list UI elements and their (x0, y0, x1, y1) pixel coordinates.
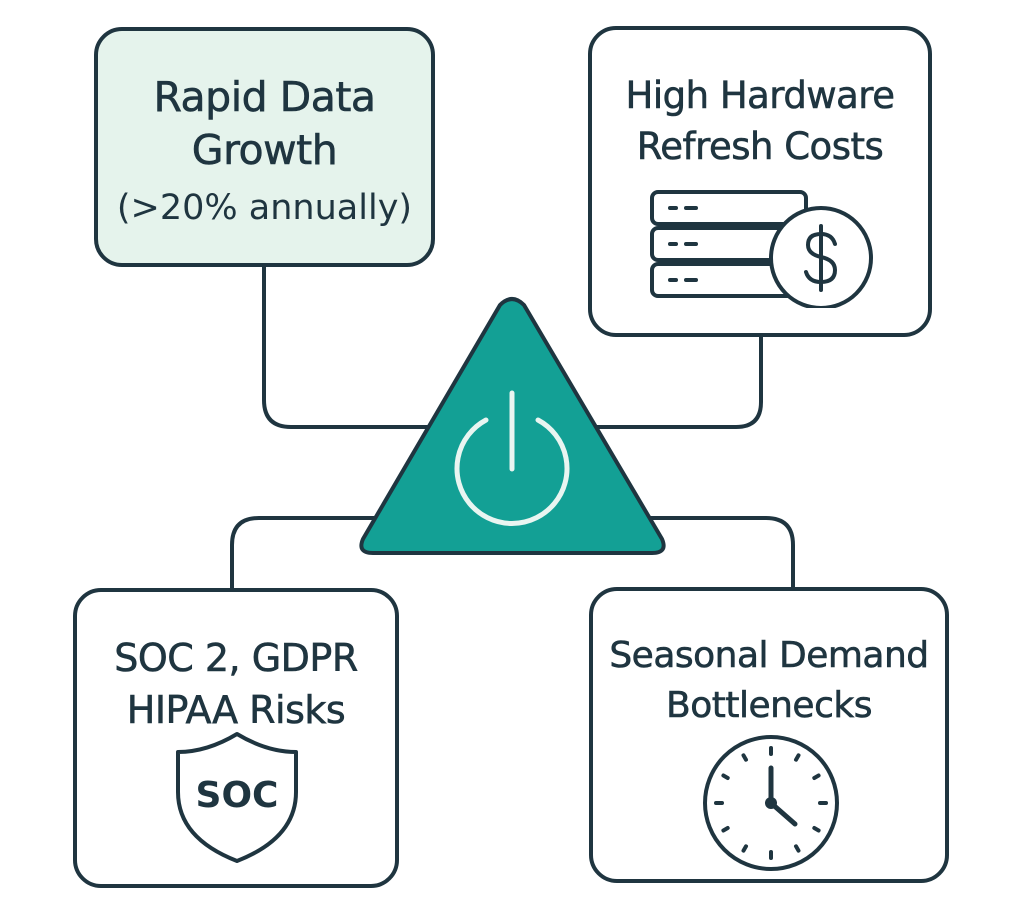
server-dollar-icon (650, 190, 873, 308)
shield-icon: SOC (176, 732, 298, 863)
warning-triangle-power-icon (359, 297, 666, 555)
clock-icon (703, 735, 839, 871)
node-title-line2: Refresh Costs (636, 125, 884, 169)
shield-label: SOC (196, 775, 279, 816)
node-title-line1: Seasonal Demand (609, 635, 929, 677)
node-rapid-data-growth: Rapid Data Growth (>20% annually) (94, 27, 435, 267)
node-title-line2: Growth (191, 126, 338, 175)
connector-bottom-right (628, 516, 795, 589)
node-title-line2: Bottlenecks (666, 685, 873, 727)
node-subtitle: (>20% annually) (116, 188, 413, 228)
node-title-line2: HIPAA Risks (126, 688, 346, 733)
node-hardware-refresh-costs: High Hardware Refresh Costs (588, 26, 932, 337)
power-icon (454, 390, 570, 526)
node-title-line1: Rapid Data (153, 73, 376, 122)
node-seasonal-demand: Seasonal Demand Bottlenecks (589, 587, 949, 883)
connector-bottom-left (230, 516, 402, 590)
connector-top-right (588, 335, 763, 429)
node-title-line1: SOC 2, GDPR (114, 636, 359, 681)
connector-top-left (262, 265, 442, 429)
node-title-line1: High Hardware (625, 74, 895, 118)
